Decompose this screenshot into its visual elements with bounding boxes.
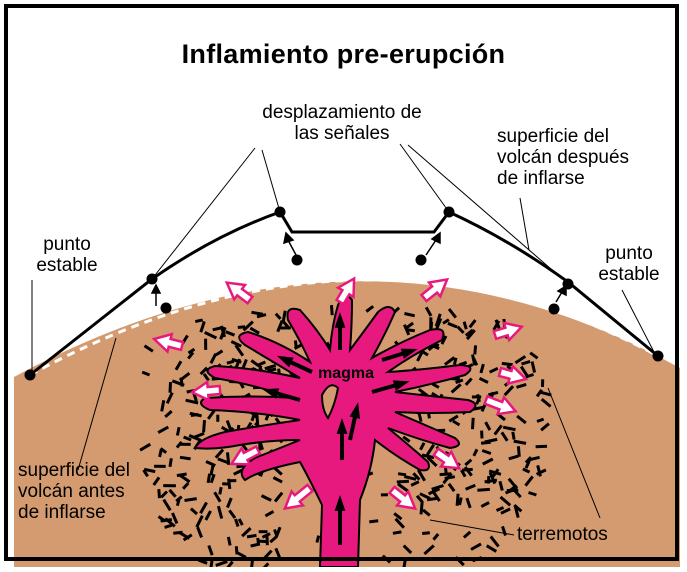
label-surface-before: superficie del volcán antes de inflarse	[18, 461, 130, 524]
label-stable-right-line1: punto	[588, 244, 670, 265]
label-surface-before-line3: de inflarse	[18, 503, 130, 524]
earthquake-dash	[317, 536, 319, 543]
earthquake-dash	[404, 559, 406, 567]
earthquake-dash	[185, 499, 197, 501]
earthquake-dash	[251, 544, 260, 546]
earthquake-dash	[228, 452, 229, 465]
earthquake-dash	[267, 369, 276, 371]
earthquake-dash	[422, 533, 430, 534]
earthquake-dash	[258, 541, 268, 542]
earthquake-dash	[397, 481, 409, 482]
diagram-title: Inflamiento pre-erupción	[0, 40, 687, 70]
label-signal-shift-line1: desplazamiento de	[222, 103, 462, 124]
earthquake-dash	[238, 327, 245, 328]
label-surface-after-line3: de inflarse	[497, 169, 629, 190]
earthquake-dash	[502, 363, 513, 364]
earthquake-dash	[369, 521, 378, 522]
earthquake-dash	[170, 458, 171, 467]
earthquake-dash	[332, 305, 333, 315]
earthquake-dash	[220, 487, 221, 494]
earthquake-dash	[513, 432, 514, 440]
earthquake-dash	[464, 322, 466, 330]
label-stable-point-left: punto estable	[22, 235, 112, 277]
label-signal-shift: desplazamiento de las señales	[222, 103, 462, 145]
label-magma: magma	[318, 365, 374, 383]
label-surface-after-line2: volcán después	[497, 148, 629, 169]
earthquake-dash	[195, 320, 202, 322]
earthquake-dash	[421, 502, 422, 515]
earthquake-dash	[485, 480, 497, 482]
label-signal-shift-line2: las señales	[222, 124, 462, 145]
earthquake-dash	[398, 474, 406, 475]
earthquake-dash	[257, 315, 266, 317]
earthquake-dash	[518, 446, 519, 456]
earthquake-dash	[208, 474, 210, 483]
earthquake-dash	[252, 557, 253, 567]
earthquake-dash	[267, 535, 268, 546]
earthquake-dash	[440, 474, 452, 475]
earthquake-dash	[462, 469, 473, 470]
label-surface-after: superficie del volcán después de inflars…	[497, 127, 629, 190]
earthquake-dash	[393, 532, 402, 533]
label-stable-right-line2: estable	[588, 265, 670, 286]
earthquake-dash	[283, 311, 285, 321]
label-surface-after-line1: superficie del	[497, 127, 629, 148]
earthquake-dash	[204, 420, 205, 432]
earthquake-dash	[228, 537, 230, 546]
earthquake-dash	[162, 400, 164, 411]
label-earthquakes: terremotos	[517, 525, 608, 546]
earthquake-dash	[475, 345, 476, 354]
earthquake-dash	[252, 312, 263, 314]
earthquake-dash	[247, 535, 257, 537]
label-stable-left-line2: estable	[22, 256, 112, 277]
label-stable-point-right: punto estable	[588, 244, 670, 286]
earthquake-dash	[457, 494, 458, 506]
earthquake-dash	[159, 489, 160, 498]
label-surface-before-line1: superficie del	[18, 461, 130, 482]
earthquake-dash	[295, 340, 296, 347]
earthquake-dash	[191, 414, 198, 415]
label-surface-before-line2: volcán antes	[18, 482, 130, 503]
earthquake-dash	[236, 546, 237, 554]
earthquake-dash	[536, 446, 547, 447]
earthquake-dash	[473, 418, 474, 429]
earthquake-dash	[481, 442, 491, 443]
earthquake-dash	[170, 382, 171, 393]
earthquake-dash	[177, 427, 179, 435]
earthquake-dash	[160, 449, 162, 457]
earthquake-dash	[460, 498, 462, 505]
earthquake-dash	[165, 525, 172, 527]
earthquake-dash	[237, 466, 244, 467]
label-stable-left-line1: punto	[22, 235, 112, 256]
earthquake-dash	[161, 520, 172, 521]
earthquake-dash	[211, 559, 212, 567]
earthquake-dash	[477, 489, 490, 490]
earthquake-dash	[180, 457, 191, 459]
earthquake-dash	[227, 361, 234, 363]
